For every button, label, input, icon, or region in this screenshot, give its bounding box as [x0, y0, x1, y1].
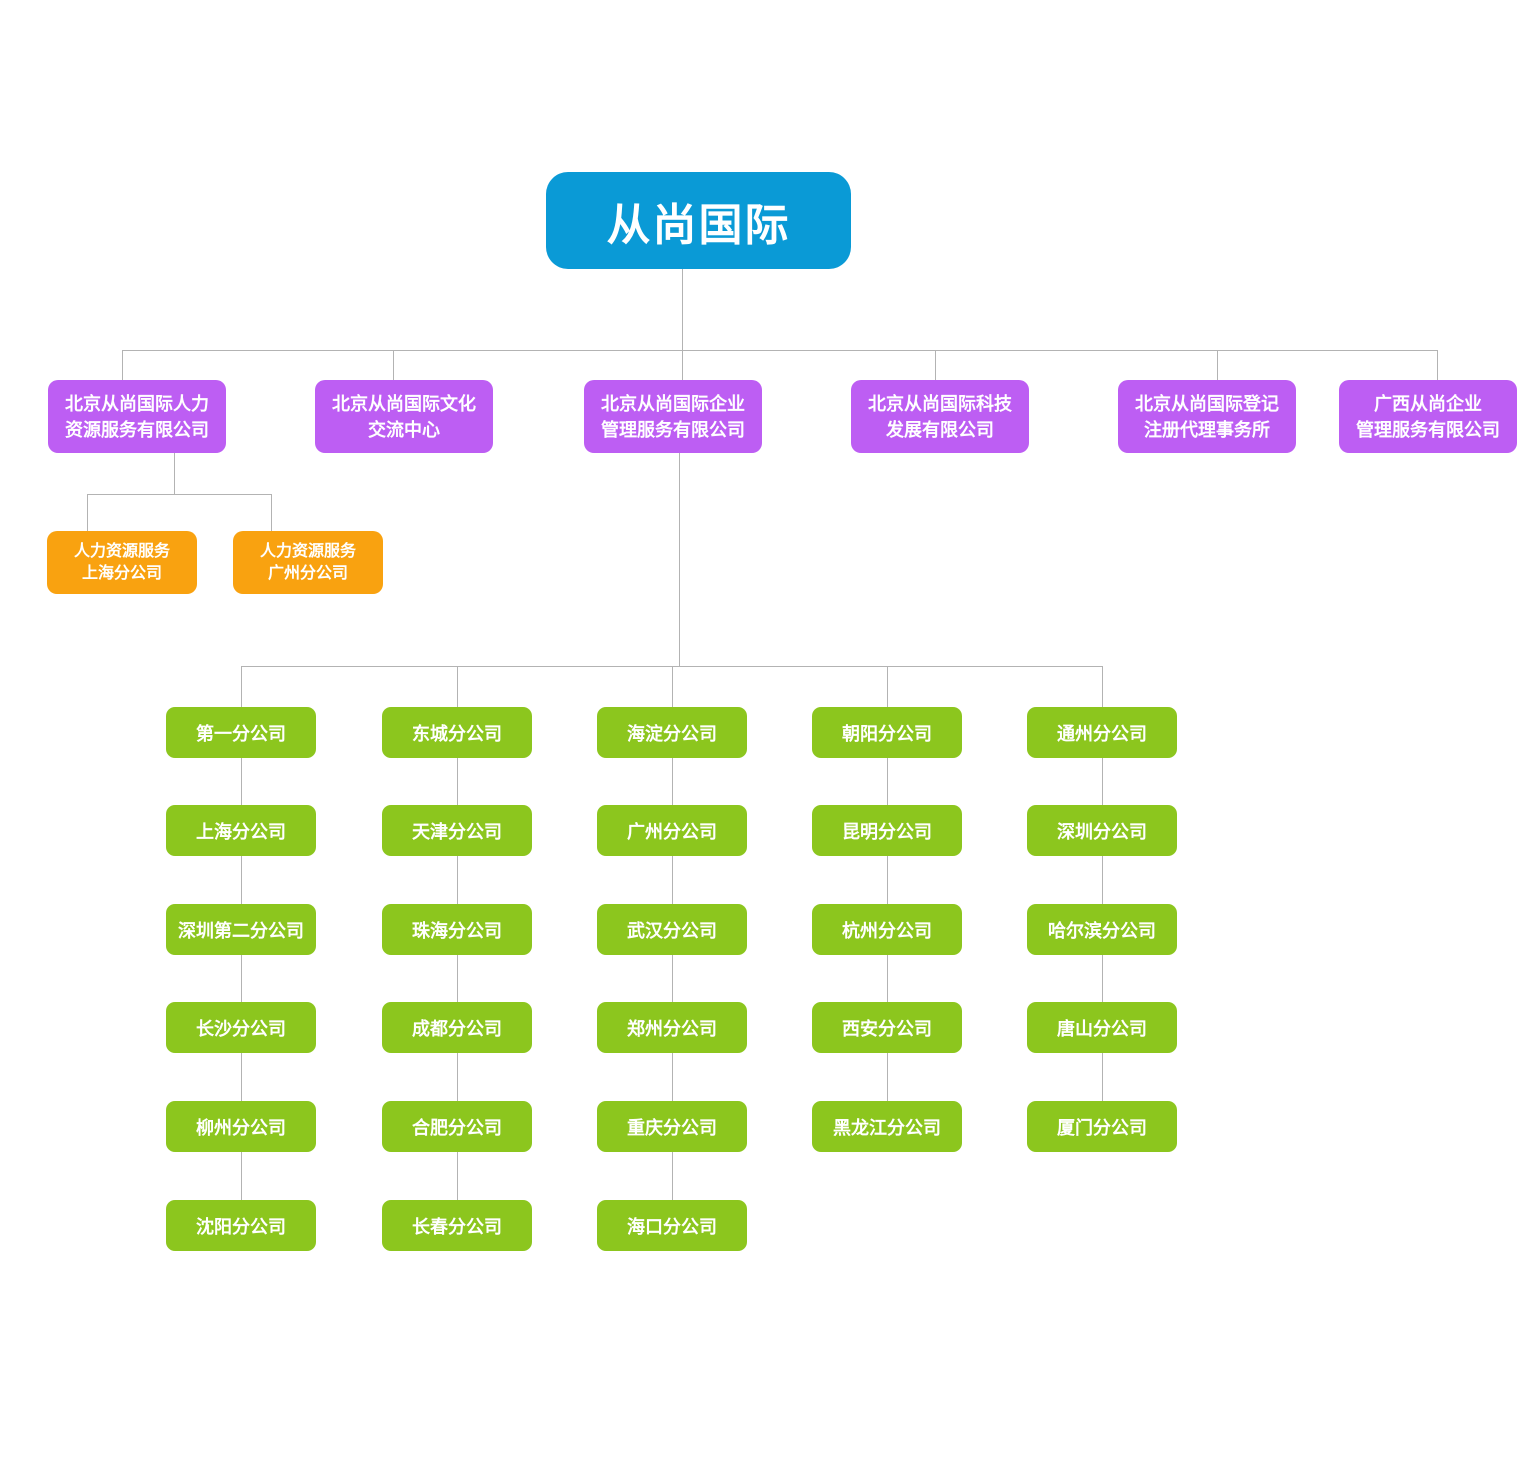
- city-branch-node[interactable]: 郑州分公司: [597, 1002, 747, 1053]
- city-branch-node[interactable]: 柳州分公司: [166, 1101, 316, 1152]
- connector-line: [1437, 350, 1438, 380]
- branch-company-node[interactable]: 北京从尚国际人力 资源服务有限公司: [48, 380, 226, 453]
- connector-line: [122, 350, 123, 380]
- city-branch-node[interactable]: 重庆分公司: [597, 1101, 747, 1152]
- branch-company-node[interactable]: 广西从尚企业 管理服务有限公司: [1339, 380, 1517, 453]
- city-branch-node[interactable]: 天津分公司: [382, 805, 532, 856]
- city-branch-node[interactable]: 长春分公司: [382, 1200, 532, 1251]
- city-branch-node[interactable]: 深圳分公司: [1027, 805, 1177, 856]
- root-company-node[interactable]: 从尚国际: [546, 172, 851, 269]
- connector-line: [271, 494, 272, 531]
- connector-line: [87, 494, 88, 531]
- city-branch-node[interactable]: 深圳第二分公司: [166, 904, 316, 955]
- city-branch-node[interactable]: 上海分公司: [166, 805, 316, 856]
- city-branch-node[interactable]: 长沙分公司: [166, 1002, 316, 1053]
- city-branch-node[interactable]: 昆明分公司: [812, 805, 962, 856]
- connector-line: [887, 666, 888, 1101]
- connector-line: [241, 666, 1102, 667]
- branch-company-node[interactable]: 北京从尚国际登记 注册代理事务所: [1118, 380, 1296, 453]
- city-branch-node[interactable]: 哈尔滨分公司: [1027, 904, 1177, 955]
- connector-line: [1217, 350, 1218, 380]
- connector-line: [87, 494, 271, 495]
- branch-company-node[interactable]: 北京从尚国际企业 管理服务有限公司: [584, 380, 762, 453]
- city-branch-node[interactable]: 杭州分公司: [812, 904, 962, 955]
- city-branch-node[interactable]: 广州分公司: [597, 805, 747, 856]
- city-branch-node[interactable]: 合肥分公司: [382, 1101, 532, 1152]
- hr-sub-branch-node[interactable]: 人力资源服务 上海分公司: [47, 531, 197, 594]
- branch-company-node[interactable]: 北京从尚国际科技 发展有限公司: [851, 380, 1029, 453]
- connector-line: [1102, 666, 1103, 1101]
- connector-line: [935, 350, 936, 380]
- city-branch-node[interactable]: 朝阳分公司: [812, 707, 962, 758]
- city-branch-node[interactable]: 通州分公司: [1027, 707, 1177, 758]
- connector-line: [682, 350, 683, 380]
- city-branch-node[interactable]: 武汉分公司: [597, 904, 747, 955]
- city-branch-node[interactable]: 第一分公司: [166, 707, 316, 758]
- city-branch-node[interactable]: 珠海分公司: [382, 904, 532, 955]
- branch-company-node[interactable]: 北京从尚国际文化 交流中心: [315, 380, 493, 453]
- city-branch-node[interactable]: 黑龙江分公司: [812, 1101, 962, 1152]
- city-branch-node[interactable]: 海淀分公司: [597, 707, 747, 758]
- city-branch-node[interactable]: 东城分公司: [382, 707, 532, 758]
- city-branch-node[interactable]: 沈阳分公司: [166, 1200, 316, 1251]
- connector-line: [679, 453, 680, 666]
- connector-line: [682, 269, 683, 350]
- connector-line: [174, 453, 175, 494]
- city-branch-node[interactable]: 厦门分公司: [1027, 1101, 1177, 1152]
- connector-line: [393, 350, 394, 380]
- connector-line: [122, 350, 1437, 351]
- city-branch-node[interactable]: 成都分公司: [382, 1002, 532, 1053]
- city-branch-node[interactable]: 海口分公司: [597, 1200, 747, 1251]
- hr-sub-branch-node[interactable]: 人力资源服务 广州分公司: [233, 531, 383, 594]
- city-branch-node[interactable]: 西安分公司: [812, 1002, 962, 1053]
- city-branch-node[interactable]: 唐山分公司: [1027, 1002, 1177, 1053]
